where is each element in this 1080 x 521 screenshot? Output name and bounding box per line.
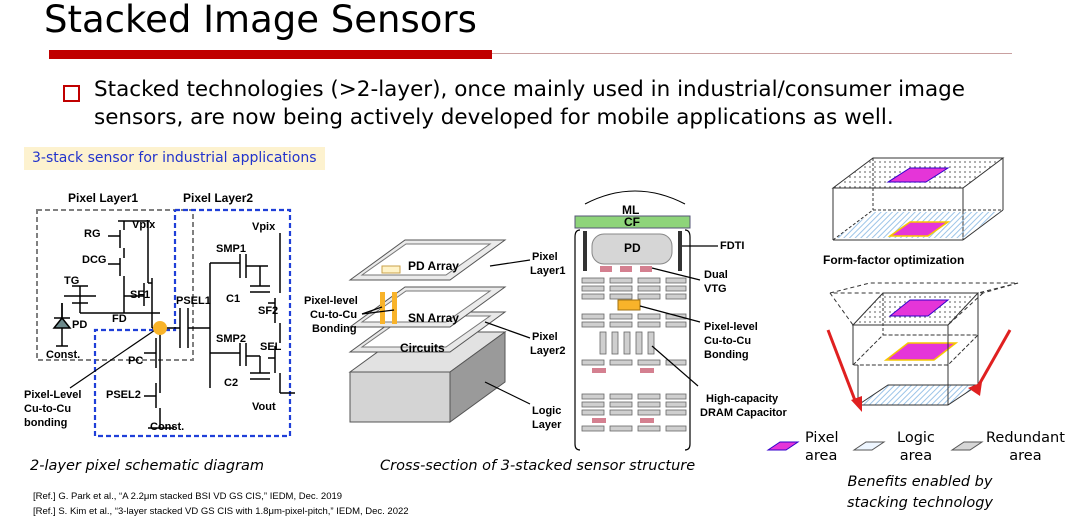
svg-text:ML: ML — [622, 203, 639, 217]
title-rule — [492, 53, 1012, 54]
svg-text:Pixel: Pixel — [532, 251, 558, 263]
pixel-schematic-diagram: Pixel Layer1 Pixel Layer2 Vpix Vpix RG D… — [24, 191, 295, 438]
reference-1: [Ref.] G. Park et al., “A 2.2μm stacked … — [33, 491, 343, 502]
svg-text:Circuits: Circuits — [400, 341, 445, 355]
svg-text:FD: FD — [112, 313, 127, 325]
svg-text:SMP1: SMP1 — [216, 243, 246, 255]
bullet-text: Stacked technologies (>2-layer), once ma… — [94, 77, 966, 130]
svg-text:Layer1: Layer1 — [530, 265, 565, 277]
svg-text:SF1: SF1 — [130, 289, 150, 301]
svg-text:Bonding: Bonding — [312, 323, 357, 335]
schematic-caption: 2-layer pixel schematic diagram — [30, 458, 265, 474]
svg-text:C1: C1 — [226, 293, 240, 305]
svg-text:High-capacity: High-capacity — [706, 393, 779, 405]
svg-text:Vpix: Vpix — [132, 219, 156, 231]
svg-text:SEL: SEL — [260, 341, 282, 353]
pixel-area-swatch — [766, 441, 800, 451]
svg-text:Pixel-level: Pixel-level — [304, 295, 358, 307]
svg-text:Layer: Layer — [532, 419, 562, 431]
svg-text:Logic: Logic — [532, 405, 561, 417]
svg-text:RG: RG — [84, 228, 101, 240]
reference-2: [Ref.] S. Kim et al., “3-layer stacked V… — [33, 506, 409, 517]
svg-text:Vpix: Vpix — [252, 221, 276, 233]
logic-area-swatch — [852, 441, 886, 451]
svg-text:Vout: Vout — [252, 401, 276, 413]
svg-text:PSEL1: PSEL1 — [176, 295, 211, 307]
svg-text:Dual: Dual — [704, 269, 728, 281]
title-accent-bar — [49, 50, 492, 59]
svg-text:Pixel-level: Pixel-level — [704, 321, 758, 333]
svg-text:FDTI: FDTI — [720, 240, 744, 252]
svg-text:Pixel: Pixel — [532, 331, 558, 343]
svg-text:Cu-to-Cu: Cu-to-Cu — [704, 335, 751, 347]
svg-text:Const.: Const. — [46, 349, 80, 361]
layer1-box — [36, 209, 194, 361]
svg-text:Cu-to-Cu: Cu-to-Cu — [310, 309, 357, 321]
layer2-box — [93, 208, 292, 438]
svg-text:PSEL2: PSEL2 — [106, 389, 141, 401]
layer1-title: Pixel Layer1 — [68, 191, 138, 205]
benefits-caption: Benefits enabled by stacking technology — [846, 474, 994, 511]
svg-text:PD Array: PD Array — [408, 259, 459, 273]
cross-section-diagram: PD Array SN Array Circuits Pixel-level C… — [304, 190, 788, 451]
svg-text:SN Array: SN Array — [408, 311, 459, 325]
redundant-area-swatch — [950, 441, 984, 451]
bullet-square-icon — [63, 85, 80, 102]
svg-text:PD: PD — [624, 241, 641, 255]
svg-text:PD: PD — [72, 319, 87, 331]
svg-text:Cu-to-Cu: Cu-to-Cu — [24, 403, 71, 415]
svg-text:Const.: Const. — [150, 421, 184, 433]
layer2-title: Pixel Layer2 — [183, 191, 253, 205]
svg-text:PC: PC — [128, 355, 143, 367]
form-factor-label: Form-factor optimization — [823, 253, 964, 267]
svg-text:DCG: DCG — [82, 254, 106, 266]
svg-text:Pixel-Level: Pixel-Level — [24, 389, 81, 401]
svg-text:Bonding: Bonding — [704, 349, 749, 361]
benefits-diagram: Form-factor optimization — [823, 157, 1019, 412]
cross-section-caption: Cross-section of 3-stacked sensor struct… — [380, 458, 696, 474]
svg-text:SF2: SF2 — [258, 305, 278, 317]
svg-text:SMP2: SMP2 — [216, 333, 246, 345]
svg-text:CF: CF — [624, 215, 640, 229]
benefits-legend — [766, 441, 984, 451]
bond-dot — [153, 321, 167, 335]
page-title: Stacked Image Sensors — [44, 0, 477, 41]
svg-text:TG: TG — [64, 275, 79, 287]
industrial-tag: 3-stack sensor for industrial applicatio… — [24, 147, 325, 170]
svg-text:DRAM Capacitor: DRAM Capacitor — [700, 407, 788, 419]
svg-text:Layer2: Layer2 — [530, 345, 565, 357]
svg-text:C2: C2 — [224, 377, 238, 389]
svg-text:VTG: VTG — [704, 283, 727, 295]
svg-text:bonding: bonding — [24, 417, 67, 429]
